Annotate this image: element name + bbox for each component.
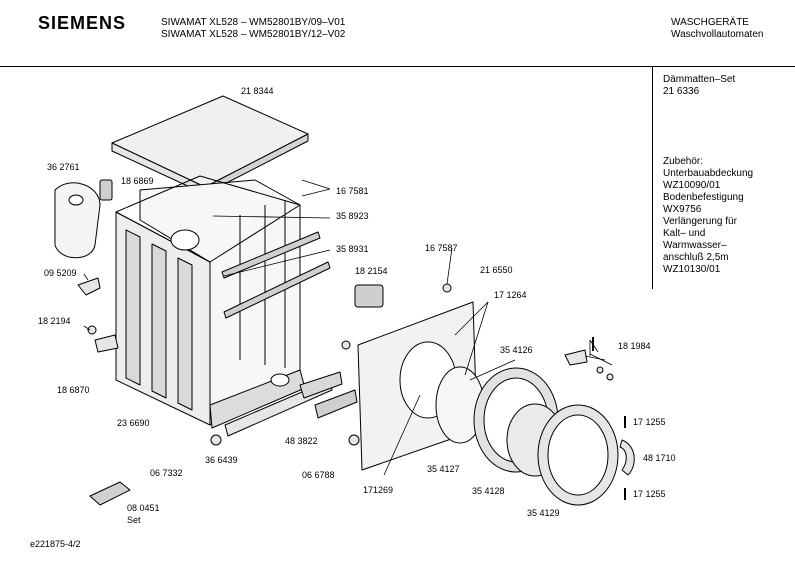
part-label: 17 1255 — [633, 489, 666, 499]
part-label: 35 8923 — [336, 211, 369, 221]
document-id: e221875-4/2 — [30, 539, 81, 549]
part-label: 171269 — [363, 485, 394, 495]
zubehoer-line: WZ10130/01 — [663, 264, 721, 275]
cross-strut-lower — [223, 261, 331, 319]
daemmatten-number: 21 6336 — [663, 86, 700, 97]
top-cover-shape — [111, 95, 309, 188]
pump-cover-seal — [54, 182, 101, 259]
part-label: 09 5209 — [44, 268, 77, 278]
zubehoer-line: WZ10090/01 — [663, 180, 721, 191]
part-label: 16 7581 — [336, 186, 369, 196]
brand-logo: SIEMENS — [38, 13, 127, 33]
part-label-set: Set — [127, 515, 141, 525]
bumper-167587 — [442, 283, 452, 293]
part-label: 18 2194 — [38, 316, 71, 326]
part-label: 16 7587 — [425, 243, 458, 253]
part-label: 35 4129 — [527, 508, 560, 518]
daemmatten-label: Dämmatten–Set — [663, 74, 736, 85]
base-hole — [270, 373, 290, 387]
hinge-pin — [606, 373, 614, 381]
drum-opening — [170, 229, 200, 251]
model-line-2: SIWAMAT XL528 – WM52801BY/12–V02 — [161, 29, 346, 40]
door-lock — [354, 284, 384, 308]
door-frame-inner — [547, 414, 609, 496]
clip-171264 — [341, 340, 351, 350]
hose-connector — [94, 334, 119, 353]
part-label: 17 1264 — [494, 290, 527, 300]
screw-066788 — [348, 434, 360, 446]
part-label: 36 2761 — [47, 162, 80, 172]
door-handle — [619, 439, 635, 476]
part-label: 21 8344 — [241, 86, 274, 96]
part-label: 48 3822 — [285, 436, 318, 446]
part-label: 18 2154 — [355, 266, 388, 276]
part-label: 06 6788 — [302, 470, 335, 480]
zubehoer-heading: Zubehör: — [663, 156, 704, 167]
zubehoer-line: anschluß 2,5m — [663, 252, 729, 263]
part-label: 08 0451 — [127, 503, 160, 513]
zubehoer-line: Unterbauabdeckung — [663, 168, 754, 179]
part-label: 48 1710 — [643, 453, 676, 463]
screw-182194 — [87, 325, 97, 335]
cross-strut-upper — [221, 231, 321, 279]
hinge-set — [564, 349, 588, 366]
drawer-handle — [314, 389, 358, 419]
zubehoer-line: Verlängerung für — [663, 216, 737, 227]
zubehoer-line: WX9756 — [663, 204, 702, 215]
part-label: 35 4126 — [500, 345, 533, 355]
part-label: 18 6869 — [121, 176, 154, 186]
part-label: 35 4128 — [472, 486, 505, 496]
hinge-pin — [596, 366, 604, 374]
foot-366439 — [210, 434, 222, 446]
part-label: 18 1984 — [618, 341, 651, 351]
part-label: 17 1255 — [633, 417, 666, 427]
part-label: 35 8931 — [336, 244, 369, 254]
category-title: WASCHGERÄTE — [671, 17, 749, 28]
anchor-plate-set — [89, 481, 131, 506]
model-line-1: SIWAMAT XL528 – WM52801BY/09–V01 — [161, 17, 346, 28]
part-label: 36 6439 — [205, 455, 238, 465]
cabinet-left-channel-3 — [177, 257, 193, 411]
bracket-clip — [99, 179, 113, 201]
cabinet-left-channel-1 — [125, 229, 141, 386]
sidebar-divider — [652, 66, 653, 289]
part-label: 21 6550 — [480, 265, 513, 275]
cabinet-left-channel-2 — [151, 243, 167, 399]
hinge-clip — [77, 277, 101, 296]
header-divider — [0, 66, 795, 67]
pump-cover-hole — [68, 194, 84, 206]
zubehoer-line: Warmwasser– — [663, 240, 727, 251]
detergent-drawer — [299, 371, 343, 399]
part-label: 23 6690 — [117, 418, 150, 428]
part-label: 35 4127 — [427, 464, 460, 474]
part-label: 06 7332 — [150, 468, 183, 478]
zubehoer-line: Kalt– und — [663, 228, 706, 239]
category-subtitle: Waschvollautomaten — [671, 29, 764, 40]
zubehoer-line: Bodenbefestigung — [663, 192, 744, 203]
part-label: 18 6870 — [57, 385, 90, 395]
